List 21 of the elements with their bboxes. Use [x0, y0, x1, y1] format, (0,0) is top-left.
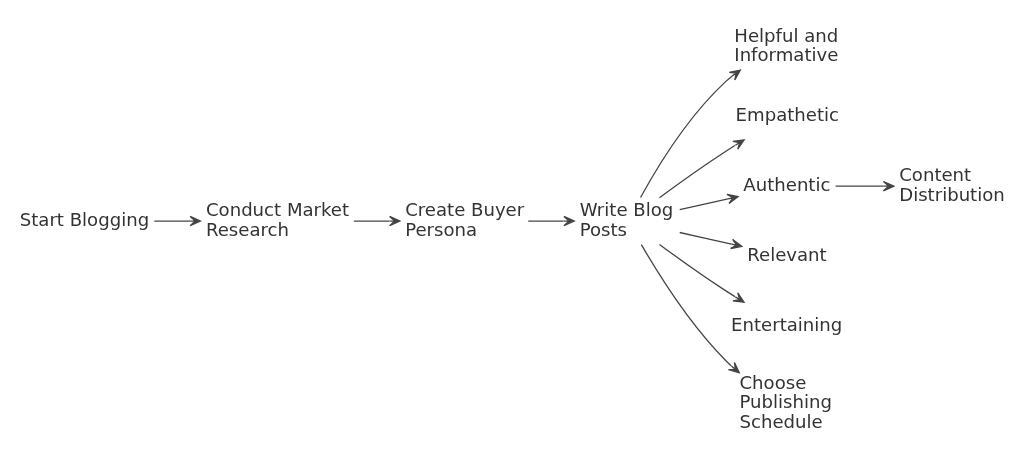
node-text: Create Buyer Persona	[404, 198, 524, 240]
arrow	[527, 215, 575, 226]
node-text: Helpful and Informative	[733, 24, 838, 65]
arrow	[640, 243, 740, 373]
arrow	[658, 138, 745, 198]
arrow	[153, 215, 201, 226]
node-text: Relevant	[746, 243, 827, 265]
node-text: Conduct Market Research	[205, 198, 349, 240]
arrow	[639, 68, 741, 198]
arrow	[678, 193, 739, 210]
arrow	[658, 243, 745, 303]
arrow	[352, 215, 401, 226]
arrow	[834, 180, 894, 191]
arrow	[678, 231, 742, 249]
node-text: Content Distribution	[898, 163, 1005, 205]
node-text: Choose Publishing Schedule	[738, 371, 832, 432]
node-text: Write Blog Posts	[579, 198, 673, 240]
node-text: Empathetic	[735, 103, 839, 125]
node-text: Start Blogging	[19, 208, 149, 230]
node-text: Entertaining	[730, 313, 842, 335]
node-text: Authentic	[742, 173, 830, 195]
